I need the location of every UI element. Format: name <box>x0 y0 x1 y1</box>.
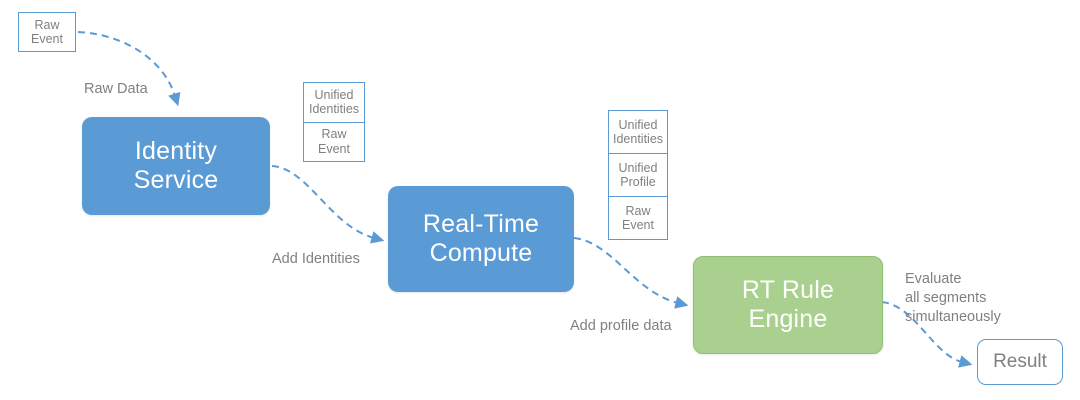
data-stack-after-identity-service: Unified Identities Raw Event <box>303 82 365 162</box>
data-cell-raw-event-2[interactable]: Raw Event <box>608 197 668 240</box>
node-rt-rule-engine[interactable]: RT Rule Engine <box>693 256 883 354</box>
node-result[interactable]: Result <box>977 339 1063 385</box>
node-realtime-compute-label: Real-Time Compute <box>422 209 540 268</box>
data-cell-unified-identities[interactable]: Unified Identities <box>303 82 365 123</box>
edge-label-add-profile-data-text: Add profile data <box>570 318 672 335</box>
edge-label-add-identities-text: Add Identities <box>272 251 360 268</box>
edge-label-raw-data-text: Raw Data <box>84 81 148 98</box>
edge-label-evaluate-segments-text: Evaluate all segments simultaneously <box>905 271 1001 326</box>
node-rt-rule-engine-label: RT Rule Engine <box>741 275 835 334</box>
edge-label-add-identities: Add Identities <box>272 231 360 269</box>
edge-label-raw-data: Raw Data <box>84 61 148 99</box>
connector-add-identities <box>271 165 385 244</box>
node-identity-service-label: Identity Service <box>133 136 219 195</box>
node-realtime-compute[interactable]: Real-Time Compute <box>388 186 574 292</box>
data-cell-unified-profile[interactable]: Unified Profile <box>608 154 668 197</box>
data-cell-unified-profile-label: Unified Profile <box>618 160 658 189</box>
data-cell-unified-identities-label: Unified Identities <box>308 87 360 117</box>
data-cell-raw-event-label: Raw Event <box>318 127 350 156</box>
data-cell-raw-event-2-label: Raw Event <box>622 203 654 232</box>
data-cell-raw-event[interactable]: Raw Event <box>303 122 365 162</box>
data-cell-unified-identities-2[interactable]: Unified Identities <box>608 110 668 154</box>
node-identity-service[interactable]: Identity Service <box>82 117 270 215</box>
data-stack-after-realtime-compute: Unified Identities Unified Profile Raw E… <box>608 110 668 240</box>
data-cell-unified-identities-2-label: Unified Identities <box>612 117 664 146</box>
edge-label-add-profile-data: Add profile data <box>570 298 672 336</box>
node-result-label: Result <box>993 351 1047 372</box>
edge-label-evaluate-segments: Evaluate all segments simultaneously <box>905 251 1001 328</box>
connector-add-profile-data <box>573 237 689 309</box>
node-raw-event-source[interactable]: Raw Event <box>18 12 76 52</box>
node-raw-event-source-label: Raw Event <box>31 17 63 46</box>
